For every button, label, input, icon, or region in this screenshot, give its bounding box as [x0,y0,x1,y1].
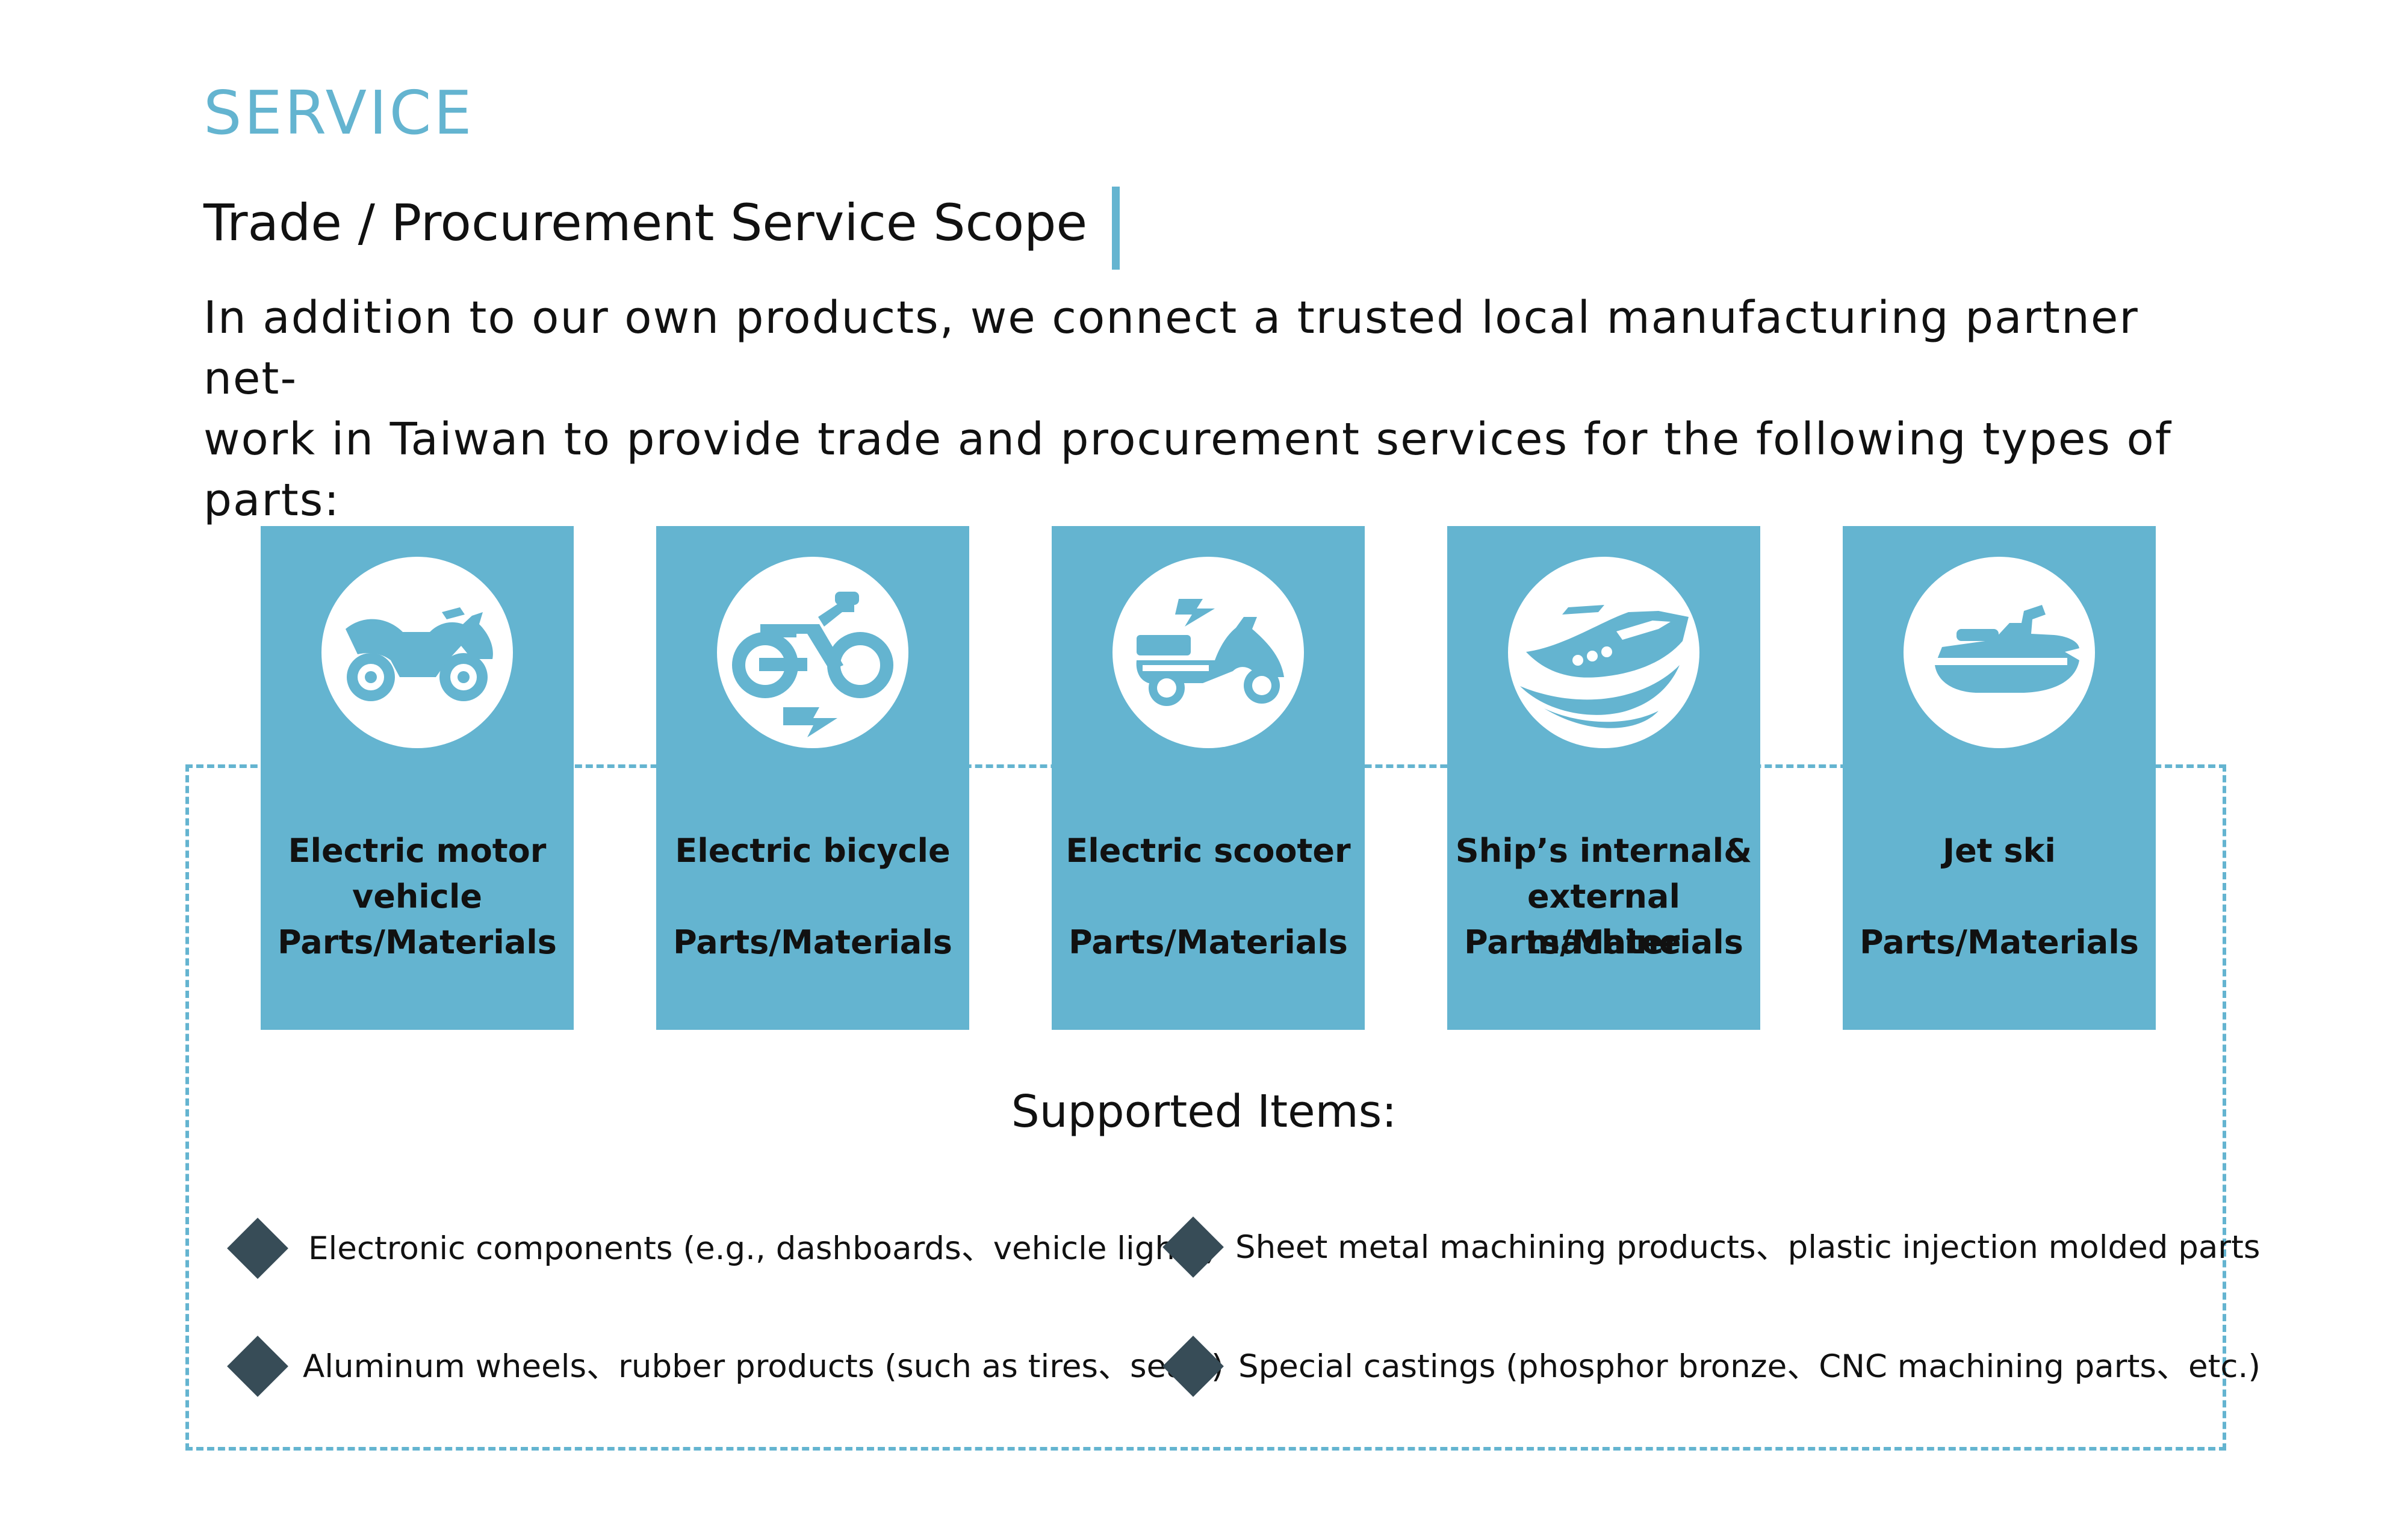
category-card-electric-bicycle: Electric bicycle Parts/Materials [656,526,969,1030]
category-card-ship-machine: Ship’s internal& external machine Parts/… [1447,526,1760,1030]
intro-paragraph: In addition to our own products, we conn… [203,292,2172,526]
ship-icon [1508,557,1699,748]
motorcycle-icon [321,557,513,748]
card-title-line-3: Parts/Materials [278,923,557,961]
electric-bicycle-icon [717,557,908,748]
card-title-line-1: Electric bicycle [675,832,951,870]
card-title-line-1: Ship’s internal& [1455,832,1752,870]
card-title-line-1: Electric motor [288,832,547,870]
card-title-line-2: external machine [1526,878,1681,961]
list-item-text: Sheet metal machining products、plastic i… [1235,1229,2261,1266]
list-item-text: Special castings (phosphor bronze、CNC ma… [1238,1348,2261,1385]
section-label: SERVICE [203,78,474,148]
card-title-line-3: Parts/Materials [1464,923,1743,961]
card-title-line-1: Electric scooter [1066,832,1351,870]
page-title: Trade / Procurement Service Scope [203,193,1088,252]
category-card-electric-motor-vehicle: Electric motor vehicle Parts/Materials [261,526,574,1030]
title-accent-bar [1112,187,1120,270]
card-title-line-3: Parts/Materials [1069,923,1348,961]
supported-items-heading: Supported Items: [1011,1086,1397,1138]
card-title-line-3: Parts/Materials [673,923,952,961]
card-title-line-1: Jet ski [1943,832,2056,870]
card-title-line-2 [1843,874,2156,920]
card-title-line-3: Parts/Materials [1860,923,2139,961]
list-item-text: Aluminum wheels、rubber products (such as… [303,1348,1224,1385]
card-title-line-2 [656,874,969,920]
jet-ski-icon [1904,557,2095,748]
list-item-text: Electronic components (e.g., dashboards、… [308,1230,1217,1267]
category-card-jet-ski: Jet ski Parts/Materials [1843,526,2156,1030]
category-card-electric-scooter: Electric scooter Parts/Materials [1052,526,1365,1030]
electric-scooter-icon [1112,557,1304,748]
card-title-line-2 [1052,874,1365,920]
card-title-line-2: vehicle [352,878,482,915]
